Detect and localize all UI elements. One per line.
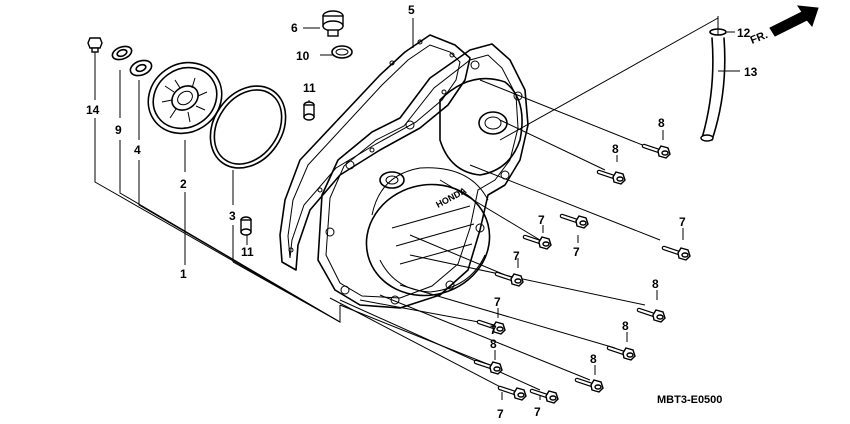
- oil-seal-4-drawing: [129, 59, 153, 77]
- front-arrow-icon: [769, 5, 819, 37]
- crankcase-cover-drawing: [317, 43, 529, 309]
- callout-4: 4: [134, 143, 141, 157]
- callout-6: 6: [291, 21, 298, 35]
- bolt-7-c: [664, 248, 690, 260]
- callout-7-a: 7: [538, 213, 545, 227]
- bolt-8-b: [599, 172, 625, 184]
- callout-8-c: 8: [652, 277, 659, 291]
- callout-7-b: 7: [573, 245, 580, 259]
- leader-lines: [94, 16, 740, 400]
- callout-10: 10: [296, 49, 310, 63]
- callout-11-b: 11: [241, 245, 254, 259]
- callout-7-c: 7: [679, 215, 686, 229]
- bolt-8-c: [639, 310, 665, 322]
- callout-8-a: 8: [658, 116, 665, 130]
- callout-labels: 1 2 3 4 5 6 7 7 7 7 7 7 7 7 8 8 8 8 8 8 …: [86, 3, 758, 421]
- callout-13: 13: [744, 65, 758, 79]
- breather-hose-13-drawing: [700, 37, 726, 142]
- front-indicator: FR.: [749, 29, 770, 47]
- bolt-8-g: [577, 380, 603, 392]
- gasket-5-drawing: [279, 34, 471, 271]
- o-ring-3-drawing: [209, 85, 287, 169]
- bolt-7-f: [532, 391, 558, 403]
- callout-3: 3: [229, 209, 236, 223]
- callout-8-e: 8: [490, 337, 497, 351]
- callout-8-f: 8: [590, 352, 597, 366]
- oil-seal-9-drawing: [111, 45, 133, 61]
- cover-plate-2-drawing: [147, 61, 223, 135]
- bolt-7-e: [500, 388, 526, 400]
- callout-7-g: 7: [497, 407, 504, 421]
- o-ring-10-drawing: [331, 45, 353, 59]
- hose-clamp-12-drawing: [709, 28, 727, 36]
- callout-7-f: 7: [490, 323, 497, 337]
- callout-7-d: 7: [513, 249, 520, 263]
- bolt-14-drawing: [87, 37, 103, 53]
- flange-bolts: [476, 146, 690, 403]
- callout-12: 12: [737, 26, 751, 40]
- callout-1: 1: [180, 267, 187, 281]
- callout-9: 9: [115, 123, 122, 137]
- dowel-pin-11-lower-drawing: [240, 216, 252, 236]
- callout-7-h: 7: [534, 405, 541, 419]
- callout-7-e: 7: [494, 295, 501, 309]
- bolt-8-e: [609, 348, 635, 360]
- callout-14: 14: [86, 103, 100, 117]
- callout-5: 5: [408, 3, 415, 17]
- bolt-7-a: [562, 216, 588, 228]
- bolt-8-a: [644, 146, 670, 158]
- dowel-pin-11-upper-drawing: [303, 101, 315, 121]
- callout-8-b: 8: [612, 142, 619, 156]
- callout-11-a: 11: [303, 81, 316, 95]
- filler-cap-6-drawing: [322, 10, 344, 37]
- brand-mark: HONDA: [434, 185, 468, 210]
- callout-2: 2: [180, 177, 187, 191]
- bolt-8-f: [476, 362, 502, 374]
- drawing-code: MBT3-E0500: [657, 394, 722, 406]
- callout-8-d: 8: [622, 319, 629, 333]
